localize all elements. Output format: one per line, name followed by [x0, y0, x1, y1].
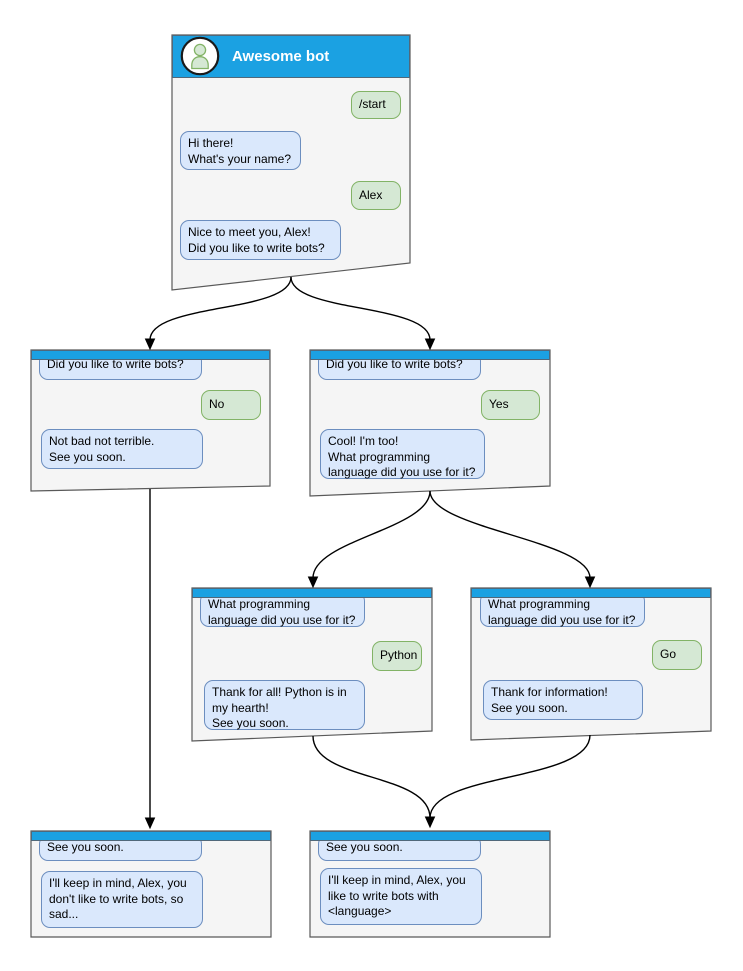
- arrowhead: [424, 816, 436, 829]
- bot-message-bubble: Thank for information! See you soon.: [483, 680, 643, 720]
- bot-message-bubble: I'll keep in mind, Alex, you like to wri…: [320, 868, 482, 925]
- bot-message-bubble: I'll keep in mind, Alex, you don't like …: [41, 871, 203, 928]
- window-titlebar: [31, 831, 271, 841]
- window-titlebar: [31, 350, 270, 360]
- window-titlebar: [310, 831, 550, 841]
- bot-message-bubble: Hi there! What's your name?: [180, 131, 301, 170]
- arrowhead: [144, 338, 156, 351]
- user-message-bubble: Go: [652, 640, 702, 670]
- user-message-bubble: /start: [351, 91, 401, 119]
- chat-window-awesome-bot[interactable]: Awesome bot /start Hi there! What's your…: [172, 35, 410, 290]
- arrowhead: [424, 338, 436, 351]
- chat-window-branch-yes[interactable]: Did you like to write bots? Yes Cool! I'…: [310, 350, 550, 496]
- window-titlebar: [471, 588, 711, 598]
- user-message-bubble: Yes: [481, 390, 540, 420]
- bot-message-bubble: Not bad not terrible. See you soon.: [41, 429, 203, 469]
- edge-yes-to-go: [429, 490, 591, 579]
- bot-message-bubble: Nice to meet you, Alex! Did you like to …: [180, 220, 341, 260]
- bot-message-bubble: Thank for all! Python is in my hearth! S…: [204, 680, 365, 730]
- arrowhead: [584, 576, 596, 589]
- window-title: Awesome bot: [232, 48, 330, 65]
- user-message-bubble: Alex: [351, 181, 401, 210]
- chat-window-branch-no[interactable]: Did you like to write bots? No Not bad n…: [31, 350, 270, 492]
- chat-window-branch-go[interactable]: What programming language did you use fo…: [471, 588, 711, 740]
- chat-window-end-language[interactable]: See you soon. I'll keep in mind, Alex, y…: [310, 831, 550, 937]
- edge-root-to-no: [149, 276, 292, 341]
- person-icon: [191, 43, 209, 70]
- arrowhead: [144, 817, 156, 830]
- window-titlebar: [192, 588, 432, 598]
- user-message-bubble: Python: [372, 641, 422, 671]
- user-message-bubble: No: [201, 390, 261, 420]
- bot-message-bubble: Cool! I'm too! What programming language…: [320, 429, 485, 479]
- chat-window-branch-python[interactable]: What programming language did you use fo…: [192, 588, 432, 741]
- edge-python-to-end: [312, 735, 431, 819]
- bot-avatar: [180, 36, 220, 76]
- edge-go-to-end: [429, 734, 591, 819]
- arrowhead: [307, 576, 319, 589]
- edge-root-to-yes: [290, 276, 431, 341]
- chat-window-end-no[interactable]: See you soon. I'll keep in mind, Alex, y…: [31, 831, 271, 937]
- edge-yes-to-python: [312, 490, 431, 579]
- window-titlebar: [310, 350, 550, 360]
